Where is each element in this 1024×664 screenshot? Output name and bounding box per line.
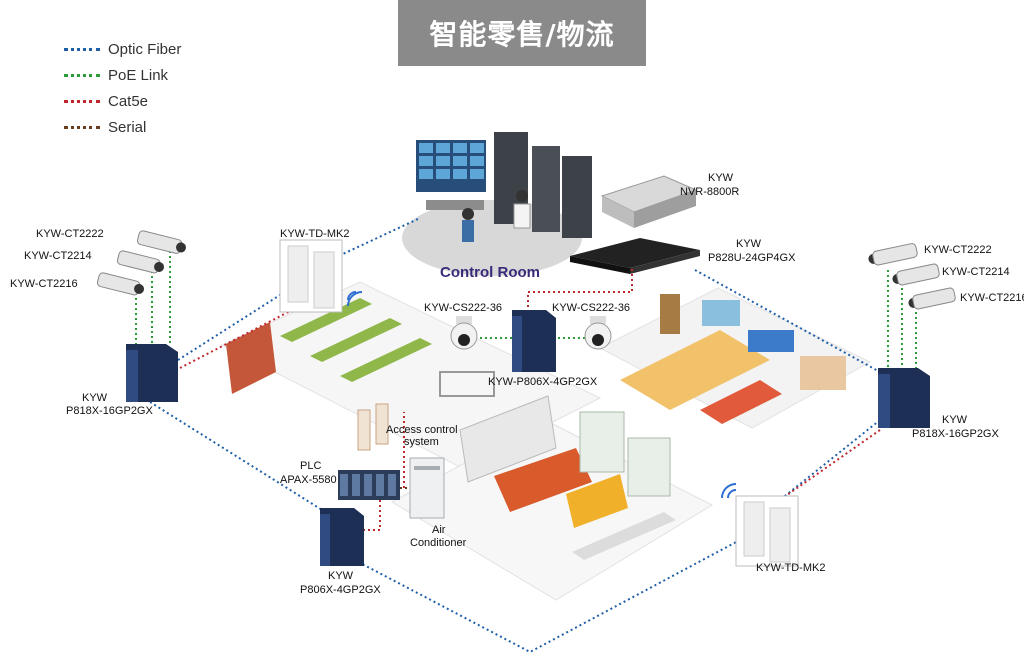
legend-swatch-cat5e (64, 99, 100, 103)
access-control-label-1: Access control (386, 424, 458, 436)
monitor-wall (416, 140, 486, 192)
switch-bottom-left-label-1: KYW (328, 570, 354, 582)
bullet-camera-icons-right (868, 243, 956, 310)
switch-right-label-1: KYW (942, 414, 968, 426)
switch-center-icon (512, 310, 556, 372)
legend-label: Cat5e (108, 92, 149, 110)
legend-item-poe-link: PoE Link (64, 62, 181, 88)
legend-item-cat5e: Cat5e (64, 88, 181, 114)
legend-item-serial: Serial (64, 114, 181, 140)
produce-shelves (459, 395, 676, 560)
nvr-label-2: NVR-8800R (680, 186, 740, 198)
nvr-label-1: KYW (708, 172, 734, 184)
p828-switch (570, 238, 700, 274)
cashier-counters (226, 298, 432, 394)
legend-item-optic-fiber: Optic Fiber (64, 36, 181, 62)
dome-camera-label-right: KYW-CS222-36 (552, 302, 631, 314)
air-conditioner-label-1: Air (432, 524, 446, 536)
air-conditioner-label-2: Conditioner (410, 537, 467, 549)
control-room-label: Control Room (440, 264, 540, 281)
dome-camera-right-icon (584, 316, 612, 350)
switch-left-label-2: P818X-16GP2GX (66, 405, 153, 417)
shopping-carts (439, 371, 495, 397)
switch-bottom-left-icon (320, 508, 364, 566)
access-control-label-2: system (404, 436, 439, 448)
plc-device (338, 470, 400, 500)
switch-right-label-2: P818X-16GP2GX (912, 428, 999, 440)
switch-left-icon (126, 344, 178, 402)
legend-label: PoE Link (108, 66, 169, 84)
bullet-camera-icons-left (96, 230, 186, 296)
page-title: 智能零售/物流 (398, 0, 646, 66)
kids-play-area (620, 294, 846, 424)
nvr-device (600, 175, 698, 228)
legend-swatch-serial (64, 125, 100, 129)
optic-fiber-links (149, 217, 881, 654)
legend-label: Optic Fiber (108, 40, 182, 58)
dome-camera-left-icon (450, 316, 478, 350)
p828-label-1: KYW (736, 238, 762, 250)
camera-label-left-1: KYW-CT2222 (36, 228, 104, 240)
access-gates (357, 403, 389, 451)
camera-label-right-3: KYW-CT2216 (960, 292, 1024, 304)
server-racks (494, 132, 592, 238)
camera-label-left-2: KYW-CT2214 (24, 250, 92, 262)
dome-camera-label-left: KYW-CS222-36 (424, 302, 503, 314)
camera-label-right-2: KYW-CT2214 (942, 266, 1010, 278)
camera-label-right-1: KYW-CT2222 (924, 244, 992, 256)
camera-label-left-3: KYW-CT2216 (10, 278, 78, 290)
ap-top-label: KYW-TD-MK2 (280, 228, 350, 240)
access-point-bottom-icon (721, 483, 799, 567)
switch-right-icon (878, 368, 930, 428)
legend-label: Serial (108, 118, 147, 136)
p828-label-2: P828U-24GP4GX (708, 252, 796, 264)
access-point-top-icon (279, 239, 363, 313)
air-conditioner (409, 457, 445, 519)
legend-swatch-optic-fiber (64, 47, 100, 51)
poe-links (135, 246, 917, 368)
cat5e-links (179, 268, 881, 531)
plc-label-2: APAX-5580 (280, 474, 337, 486)
operator-desk (426, 190, 531, 242)
plc-label-1: PLC (300, 460, 322, 472)
switch-center-label: KYW-P806X-4GP2GX (488, 376, 598, 388)
switch-bottom-left-label-2: P806X-4GP2GX (300, 584, 381, 596)
legend-swatch-poe-link (64, 73, 100, 77)
ap-bottom-label: KYW-TD-MK2 (756, 562, 826, 574)
switch-left-label-1: KYW (82, 392, 108, 404)
legend: Optic Fiber PoE Link Cat5e Serial (64, 36, 181, 140)
